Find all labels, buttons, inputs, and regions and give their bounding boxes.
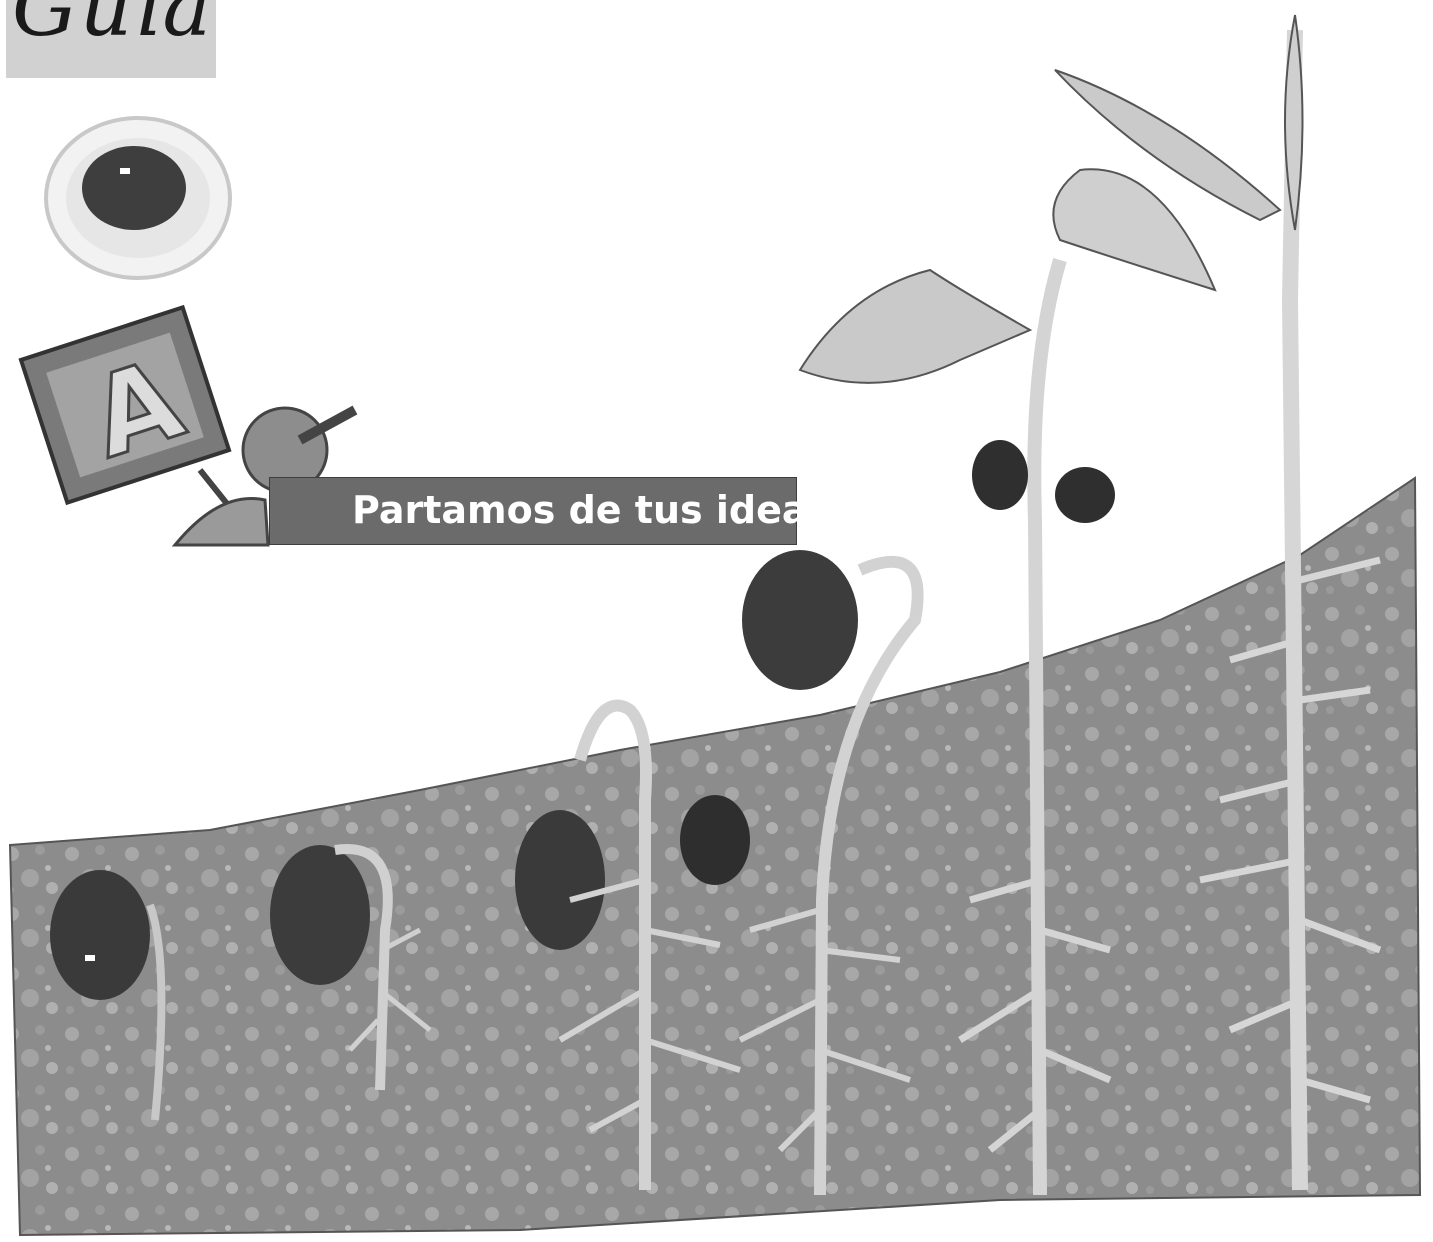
- seed-on-plate-icon: [46, 118, 230, 278]
- section-title: Partamos de tus ideas: [352, 488, 830, 532]
- section-banner: Partamos de tus ideas: [269, 477, 797, 545]
